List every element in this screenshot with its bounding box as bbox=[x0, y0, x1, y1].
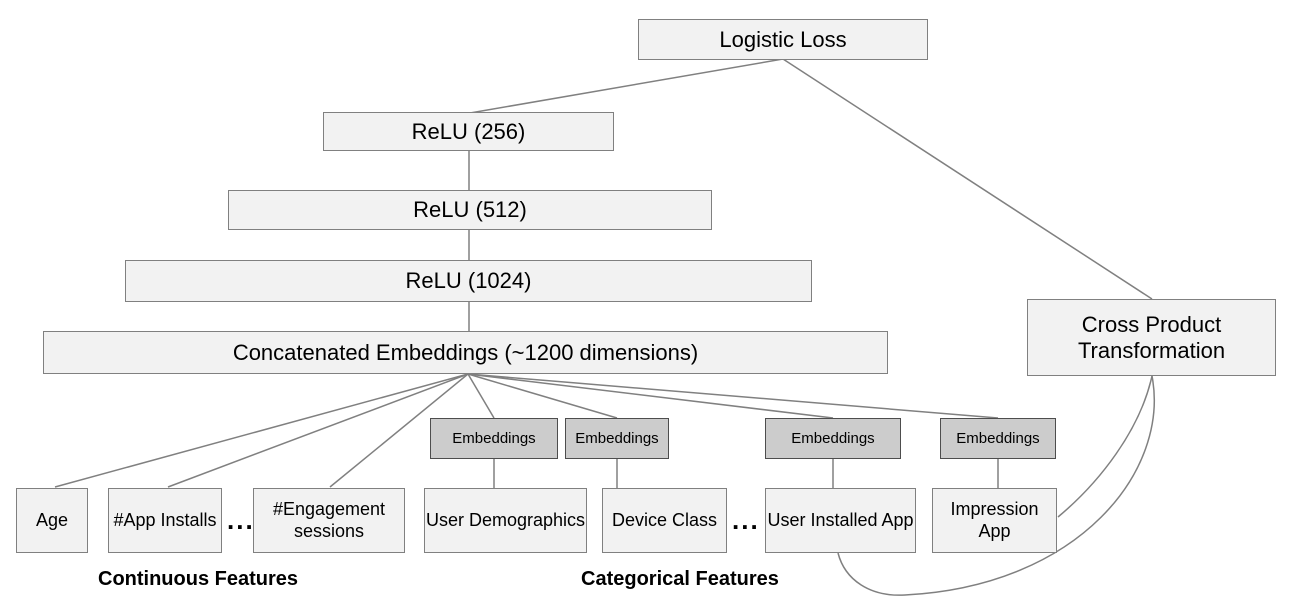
node-feature-impression-app[interactable]: Impression App bbox=[932, 488, 1057, 553]
node-feature-engagement-sessions[interactable]: #Engagement sessions bbox=[253, 488, 405, 553]
node-concatenated-embeddings-label: Concatenated Embeddings (~1200 dimension… bbox=[232, 339, 699, 365]
node-logistic-loss-label: Logistic Loss bbox=[719, 26, 847, 52]
label-categorical-features: Categorical Features bbox=[581, 568, 779, 590]
node-cross-product-transformation[interactable]: Cross Product Transformation bbox=[1027, 299, 1276, 376]
node-relu-256-label: ReLU (256) bbox=[411, 118, 526, 144]
node-concatenated-embeddings[interactable]: Concatenated Embeddings (~1200 dimension… bbox=[43, 331, 888, 374]
edge-concat-to-age bbox=[54, 373, 469, 488]
node-relu-1024[interactable]: ReLU (1024) bbox=[125, 260, 812, 302]
node-relu-512-label: ReLU (512) bbox=[413, 197, 527, 223]
categorical-features-ellipsis: ... bbox=[732, 505, 760, 535]
node-relu-512[interactable]: ReLU (512) bbox=[228, 190, 712, 230]
node-embeddings-1-label: Embeddings bbox=[452, 429, 536, 447]
node-feature-app-installs-label: #App Installs bbox=[113, 509, 217, 530]
node-embeddings-3[interactable]: Embeddings bbox=[765, 418, 901, 459]
edge-cross-product-to-impression-app bbox=[1057, 375, 1153, 518]
node-feature-user-demographics[interactable]: User Demographics bbox=[424, 488, 587, 553]
node-feature-age-label: Age bbox=[35, 509, 69, 530]
node-embeddings-4[interactable]: Embeddings bbox=[940, 418, 1056, 459]
edge-concat-to-embeddings-2 bbox=[467, 373, 618, 419]
continuous-features-ellipsis: ... bbox=[227, 505, 255, 535]
node-feature-impression-app-label: Impression App bbox=[950, 499, 1039, 541]
node-feature-user-installed-app-label: User Installed App bbox=[767, 509, 914, 530]
node-embeddings-2-label: Embeddings bbox=[575, 429, 659, 447]
edge-concat-to-embeddings-3 bbox=[467, 373, 834, 419]
node-feature-engagement-sessions-label: #Engagement sessions bbox=[272, 499, 386, 541]
node-embeddings-4-label: Embeddings bbox=[956, 429, 1040, 447]
node-feature-user-installed-app[interactable]: User Installed App bbox=[765, 488, 916, 553]
edge-concat-to-app-installs bbox=[167, 373, 469, 488]
node-relu-1024-label: ReLU (1024) bbox=[405, 268, 532, 294]
node-embeddings-3-label: Embeddings bbox=[791, 429, 875, 447]
label-continuous-features: Continuous Features bbox=[98, 568, 299, 590]
edge-concat-to-embeddings-1 bbox=[467, 373, 495, 419]
edge-loss-to-relu256 bbox=[469, 58, 784, 114]
edge-loss-to-cross-product bbox=[782, 58, 1153, 300]
node-feature-device-class-label: Device Class bbox=[611, 509, 718, 530]
node-logistic-loss[interactable]: Logistic Loss bbox=[638, 19, 928, 60]
node-embeddings-1[interactable]: Embeddings bbox=[430, 418, 558, 459]
node-feature-user-demographics-label: User Demographics bbox=[425, 509, 586, 530]
edge-concat-to-embeddings-4 bbox=[467, 373, 999, 419]
edge-cross-product-to-user-installed-app bbox=[837, 375, 1155, 596]
node-feature-app-installs[interactable]: #App Installs bbox=[108, 488, 222, 553]
node-cross-product-transformation-label: Cross Product Transformation bbox=[1077, 311, 1226, 363]
node-feature-device-class[interactable]: Device Class bbox=[602, 488, 727, 553]
node-feature-age[interactable]: Age bbox=[16, 488, 88, 553]
node-embeddings-2[interactable]: Embeddings bbox=[565, 418, 669, 459]
node-relu-256[interactable]: ReLU (256) bbox=[323, 112, 614, 151]
